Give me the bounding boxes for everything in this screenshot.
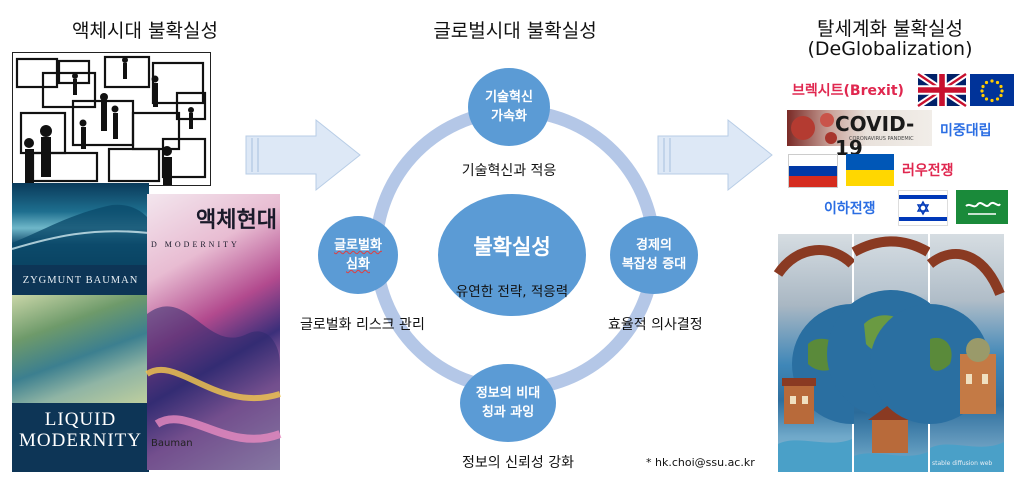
korean-book-author: Bauman — [151, 438, 193, 449]
caption-econ: 효율적 의사결정 — [608, 317, 703, 333]
node-globalization: 글로벌화 심화 — [318, 216, 398, 294]
virus-icon — [791, 113, 837, 144]
art-watermark: stable diffusion web — [932, 460, 993, 467]
book-title-line2: MODERNITY — [19, 430, 142, 451]
book-title-line1: LIQUID — [44, 409, 117, 430]
korean-book-title: 액체현대 — [196, 208, 277, 233]
wave-shape — [11, 204, 150, 265]
korean-book-subtitle: D MODERNITY — [151, 240, 240, 249]
brexit-label: 브렉시트(Brexit) — [792, 83, 904, 99]
uk-flag-icon — [916, 71, 968, 109]
eu-flag-icon — [970, 74, 1014, 106]
liquid-society-artwork — [12, 52, 211, 186]
node-tech-line2: 가속화 — [491, 109, 527, 124]
right-title-line2: (DeGlobalization) — [807, 38, 973, 60]
left-title: 액체시대 불확실성 — [72, 20, 218, 42]
node-info-line2: 칭과 과잉 — [481, 405, 535, 420]
node-glob-line1: 글로벌화 — [334, 238, 382, 253]
ukraine-flag-icon — [846, 154, 894, 186]
israel-hamas-label: 이하전쟁 — [824, 201, 876, 217]
liquid-modernity-book-cover: ZYGMUNT BAUMAN LIQUID MODERNITY — [11, 183, 150, 472]
covid-text: COVID-19 — [835, 112, 915, 160]
footer-email: * hk.choi@ssu.ac.kr — [646, 456, 755, 469]
caption-tech: 기술혁신과 적응 — [461, 163, 557, 179]
center-title: 글로벌시대 불확실성 — [433, 20, 597, 42]
us-china-label: 미중대립 — [940, 123, 992, 139]
covid-banner: COVID-19 CORONAVIRUS PANDEMIC — [787, 110, 932, 160]
wave-photo — [11, 183, 150, 265]
russia-ukraine-label: 러우전쟁 — [902, 163, 954, 179]
node-econ-line1: 경제의 — [636, 238, 672, 253]
caption-info: 정보의 신뢰성 강화 — [462, 455, 574, 471]
left-flow-arrow — [245, 118, 361, 192]
russia-flag-icon — [788, 154, 838, 188]
covid-subtext: CORONAVIRUS PANDEMIC — [849, 136, 914, 142]
silhouette-frames-image — [15, 55, 207, 185]
node-econ-line2: 복잡성 증대 — [621, 257, 687, 272]
right-flow-arrow — [657, 118, 773, 192]
center-node-subtitle: 유연한 전략, 적응력 — [455, 284, 569, 300]
node-glob-line2: 심화 — [346, 257, 370, 272]
hamas-flag-icon — [956, 190, 1008, 224]
node-info-line1: 정보의 비대 — [475, 386, 541, 401]
book-author: ZYGMUNT BAUMAN — [22, 275, 139, 286]
center-uncertainty-node: 불확실성 — [438, 194, 586, 316]
deglobalization-artwork: stable diffusion web — [773, 234, 1005, 472]
caption-glob: 글로벌화 리스크 관리 — [300, 317, 425, 333]
korean-liquid-modernity-book-cover: 액체현대 D MODERNITY Bauman — [145, 194, 282, 470]
node-information-asymmetry: 정보의 비대 칭과 과잉 — [460, 364, 556, 442]
node-economic-complexity: 경제의 복잡성 증대 — [610, 216, 698, 294]
israel-flag-icon — [898, 190, 948, 226]
right-title-line1: 탈세계화 불확실성 — [817, 18, 963, 40]
node-tech-line1: 기술혁신 — [485, 90, 533, 105]
node-tech-innovation: 기술혁신 가속화 — [468, 68, 550, 146]
river-aerial-photo — [12, 295, 149, 403]
center-node-title: 불확실성 — [473, 235, 551, 259]
art-panel-right: stable diffusion web — [870, 234, 1005, 472]
marble-swirl — [145, 306, 282, 470]
